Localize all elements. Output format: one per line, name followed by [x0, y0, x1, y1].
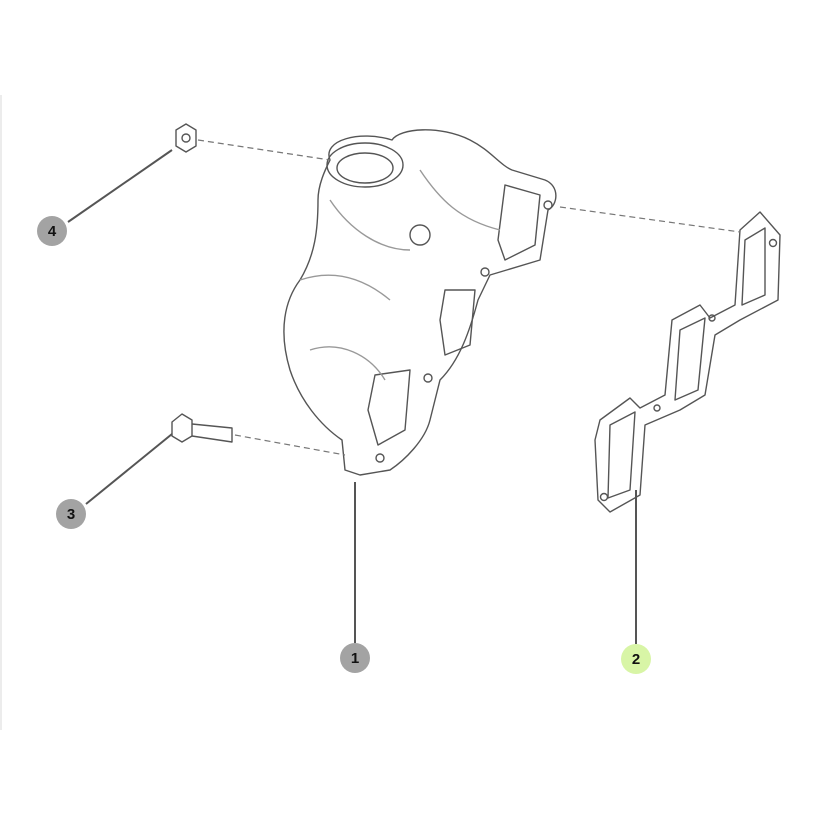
manifold-gasket[interactable] [594, 211, 781, 513]
callout-4[interactable]: 4 [37, 216, 67, 246]
callout-2[interactable]: 2 [621, 644, 651, 674]
leader-lines [67, 149, 637, 644]
frame-border [0, 95, 2, 730]
nut[interactable] [175, 123, 197, 153]
callout-1[interactable]: 1 [340, 643, 370, 673]
alignment-lines [197, 139, 741, 456]
exhaust-manifold[interactable] [283, 129, 557, 476]
bolt[interactable] [171, 413, 233, 443]
callout-3[interactable]: 3 [56, 499, 86, 529]
